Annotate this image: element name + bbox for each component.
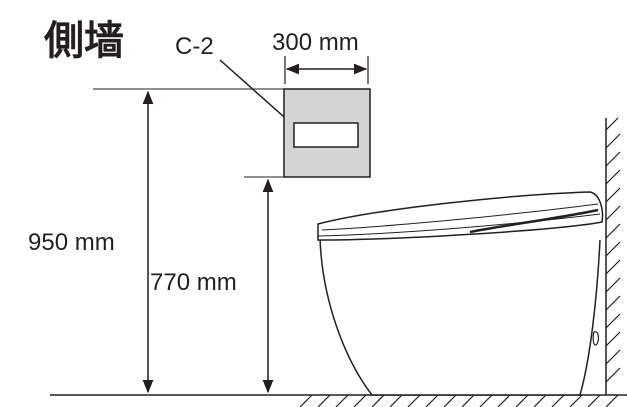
toilet-bowl xyxy=(319,237,601,396)
control-panel-window xyxy=(293,122,359,148)
floor-hatching xyxy=(299,394,619,407)
toilet-lid xyxy=(317,191,604,241)
height-total-label: 950 mm xyxy=(28,229,115,256)
toilet-lid-edge xyxy=(321,203,599,231)
callout-label: C-2 xyxy=(175,33,214,60)
height-lower-label: 770 mm xyxy=(150,269,237,296)
toilet-side-detail xyxy=(592,331,600,346)
wall-hatching xyxy=(605,117,621,383)
toilet-seat-edge xyxy=(317,213,601,237)
width-label: 300 mm xyxy=(272,29,359,56)
diagram-title: 側墙 xyxy=(43,18,124,64)
callout-leader xyxy=(219,59,293,125)
toilet-lid-seam xyxy=(469,208,599,234)
